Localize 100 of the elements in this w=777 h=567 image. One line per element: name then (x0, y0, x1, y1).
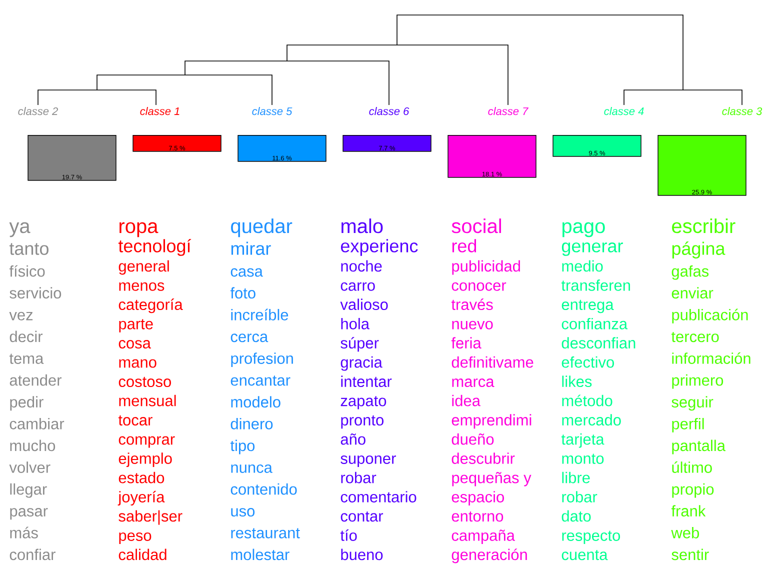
word: casa (230, 268, 263, 277)
word: primero (672, 374, 724, 389)
word: transferen (561, 279, 630, 291)
word: llegar (10, 483, 47, 498)
class-label: classe 5 (252, 107, 292, 116)
word: sentir (672, 548, 709, 560)
word: tío (340, 529, 357, 541)
word: vez (9, 312, 33, 320)
word: monto (562, 454, 604, 464)
word: profesion (231, 352, 293, 367)
word: pasar (10, 508, 48, 520)
word: robar (562, 491, 598, 502)
word: publicación (672, 308, 748, 324)
word: ejemplo (118, 452, 172, 467)
word: cosa (118, 340, 151, 349)
word: quedar (231, 218, 292, 238)
word: malo (342, 218, 383, 234)
word: mensual (119, 394, 176, 406)
word: libre (562, 472, 590, 484)
word: tocar (118, 415, 152, 426)
word: robar (341, 472, 376, 484)
word: tema (9, 354, 44, 364)
word: red (452, 239, 476, 252)
word: enviar (672, 287, 714, 299)
word: nuevo (452, 320, 493, 330)
word: definitivame (452, 356, 534, 368)
word: generación (452, 548, 527, 564)
word: zapato (340, 396, 386, 410)
word: comprar (118, 436, 175, 448)
word: confianza (562, 318, 628, 330)
word: idea (452, 394, 480, 406)
word: información (672, 352, 750, 364)
word: gracia (340, 356, 382, 371)
word: cuenta (562, 550, 608, 560)
word: restaurant (231, 528, 300, 538)
word: medio (562, 260, 603, 272)
word: respecto (562, 530, 620, 544)
class-label: classe 3 (722, 107, 762, 116)
word: página (672, 242, 726, 259)
word: decir (10, 330, 43, 342)
word: tanto (9, 243, 48, 255)
word: último (672, 461, 712, 473)
word: general (118, 260, 169, 275)
word: escribir (672, 218, 736, 234)
word: generar (562, 242, 623, 256)
word: dato (562, 510, 591, 522)
word: atender (10, 374, 62, 386)
word: gafas (672, 265, 709, 280)
word: cerca (230, 334, 268, 342)
word: comentario (340, 491, 416, 502)
word: desconfian (562, 337, 636, 349)
word: conocer (452, 282, 506, 291)
word: año (340, 433, 366, 445)
word: marca (452, 378, 494, 388)
word: social (452, 218, 501, 234)
class-label: classe 6 (369, 107, 410, 116)
word: propio (672, 483, 714, 498)
word: través (451, 298, 493, 310)
word: entrega (562, 300, 614, 314)
word: mercado (562, 414, 621, 426)
class-label: classe 4 (604, 107, 644, 116)
word: tecnologí (118, 238, 192, 256)
word: carro (340, 282, 375, 291)
word: emprendimi (452, 414, 532, 429)
word: likes (562, 376, 592, 388)
word: feria (451, 337, 482, 349)
word: tarjeta (561, 433, 604, 448)
word: hola (341, 318, 370, 330)
word: mucho (10, 440, 56, 452)
word: contar (340, 511, 384, 522)
word: dinero (230, 418, 273, 430)
word: noche (341, 260, 382, 272)
word: increíble (231, 308, 288, 320)
word: molestar (231, 548, 290, 560)
word: efectivo (562, 356, 614, 368)
word: espacio (452, 491, 504, 506)
word: contenido (230, 483, 297, 495)
word: ropa (120, 222, 158, 238)
word: joyería (118, 490, 165, 506)
word: categoría (118, 298, 183, 314)
word: ya (9, 222, 30, 238)
word: suponer (340, 455, 396, 467)
word: tipo (230, 440, 255, 454)
word: perfil (672, 418, 704, 432)
word: pequeñas y (452, 472, 532, 486)
word: web (671, 526, 699, 538)
word: cambiar (10, 418, 64, 430)
class-label: classe 1 (140, 107, 180, 116)
word: peso (119, 532, 152, 544)
word: uso (231, 508, 255, 517)
word: más (10, 526, 38, 538)
word: campaña (452, 530, 515, 544)
class-label: classe 7 (488, 107, 528, 116)
word: físico (9, 265, 45, 277)
word: dueño (452, 433, 494, 445)
word: método (562, 394, 612, 406)
word: saber|ser (118, 510, 182, 525)
word: pedir (10, 396, 44, 411)
word: tercero (671, 332, 719, 342)
word: calidad (118, 548, 166, 560)
